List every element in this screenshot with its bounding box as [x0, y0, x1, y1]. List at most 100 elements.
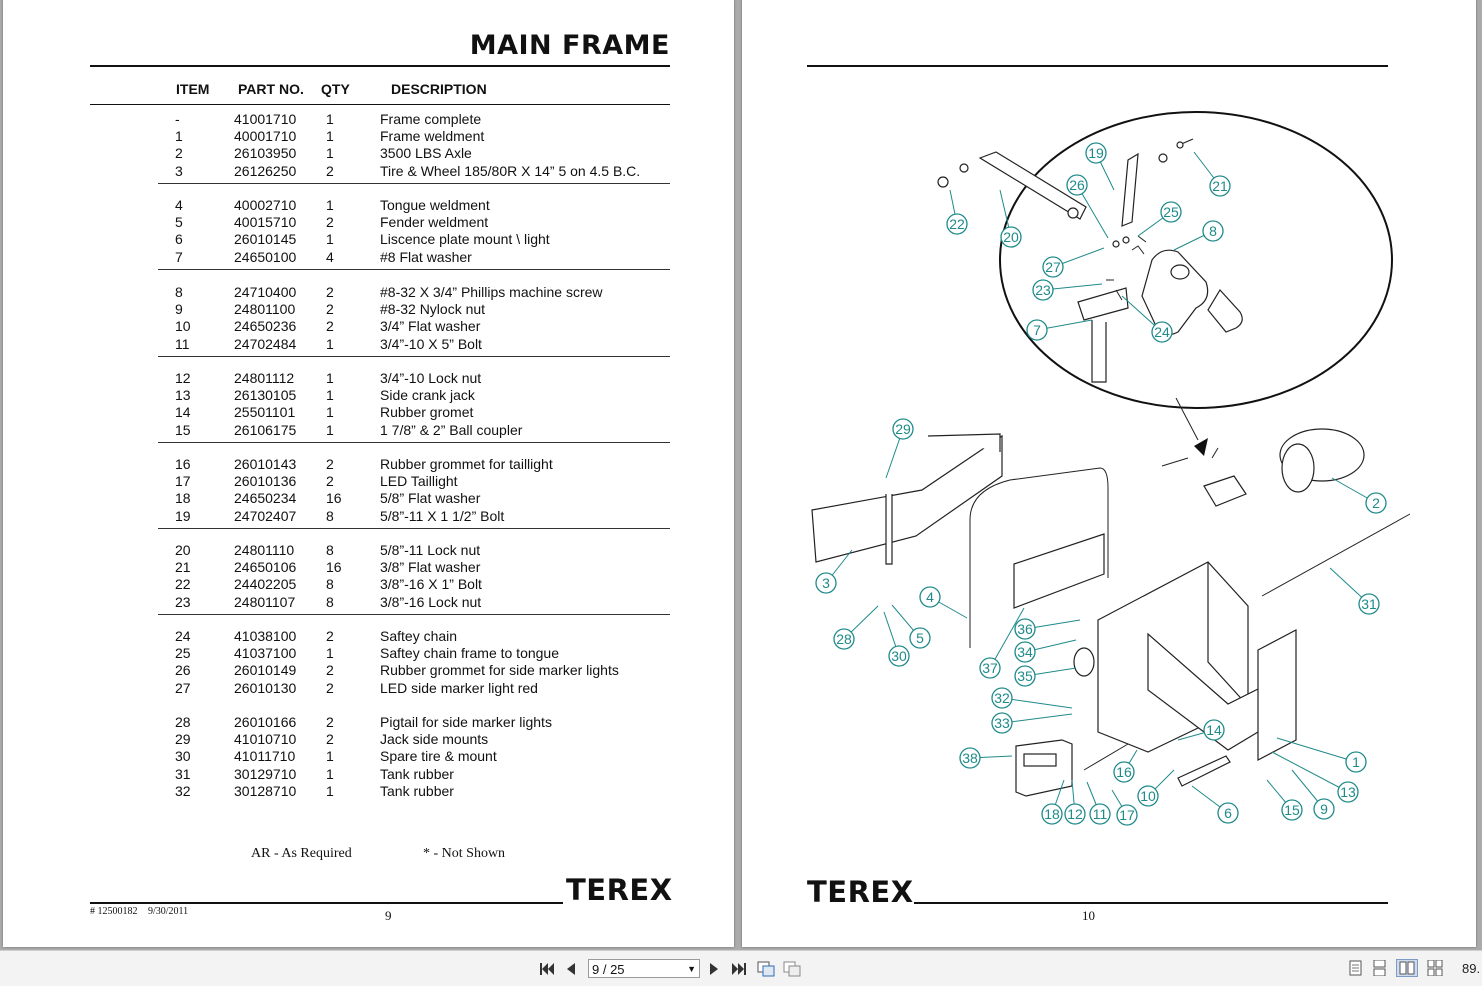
- cell-part: 41010710: [234, 731, 297, 748]
- callout-6: 6: [1191, 785, 1239, 824]
- callout-label: 33: [994, 715, 1010, 731]
- cell-part: 24650100: [234, 248, 297, 265]
- callout-22: 22: [946, 189, 968, 235]
- callout-label: 12: [1067, 806, 1083, 822]
- group-divider: [158, 182, 670, 184]
- callout-circle: [909, 627, 931, 649]
- cell-qty: 1: [326, 145, 334, 162]
- cell-item: 17: [175, 473, 191, 490]
- callout-circle: [1365, 492, 1387, 514]
- previous-page-icon[interactable]: [561, 959, 581, 979]
- callout-27: 27: [1042, 247, 1105, 278]
- note-not-shown: * - Not Shown: [423, 846, 506, 861]
- cell-item: 11: [175, 335, 190, 352]
- callout-13: 13: [1271, 751, 1359, 803]
- cell-part: 24801100: [234, 301, 296, 318]
- cell-qty: 1: [326, 231, 334, 248]
- cell-item: 26: [175, 662, 191, 679]
- cell-part: 41001710: [234, 111, 297, 127]
- two-page-icon[interactable]: [1396, 959, 1418, 977]
- zoom-level[interactable]: 89.: [1462, 961, 1481, 976]
- cell-qty: 2: [326, 284, 334, 300]
- callout-7: 7: [1026, 319, 1093, 341]
- cell-part: 26126250: [234, 162, 297, 179]
- cell-item: 23: [175, 593, 191, 610]
- callout-circle: [1032, 279, 1054, 301]
- cell-desc: Tank rubber: [380, 782, 454, 799]
- callout-label: 22: [949, 216, 965, 232]
- callout-label: 18: [1044, 806, 1060, 822]
- callout-leader: [989, 607, 1025, 669]
- paste-icon[interactable]: [782, 959, 802, 979]
- cell-qty: 8: [326, 542, 334, 558]
- cell-qty: 1: [326, 782, 334, 799]
- cell-part: 41038100: [234, 628, 297, 644]
- callout-label: 7: [1033, 322, 1041, 338]
- cell-item: 19: [175, 507, 191, 524]
- callout-3: 3: [815, 549, 853, 594]
- page-number-select[interactable]: 9 / 25 ▼: [588, 959, 700, 978]
- cell-qty: 1: [326, 128, 334, 145]
- cell-part: 40015710: [234, 214, 297, 231]
- callout-36: 36: [1014, 618, 1081, 640]
- first-page-icon[interactable]: [537, 959, 557, 979]
- callout-circle: [1358, 593, 1380, 615]
- copy-icon[interactable]: [756, 959, 776, 979]
- callout-circle: [1337, 781, 1359, 803]
- callout-12: 12: [1064, 779, 1086, 825]
- cell-part: 26010166: [234, 714, 297, 730]
- group-divider: [158, 268, 670, 270]
- detail-arrow: [1175, 397, 1199, 441]
- callout-label: 38: [962, 750, 978, 766]
- callout-circle: [1281, 799, 1303, 821]
- cell-desc: 5/8”-11 X 1 1/2” Bolt: [380, 507, 505, 524]
- callout-circle: [1345, 751, 1367, 773]
- cell-desc: Tank rubber: [380, 765, 454, 782]
- callout-label: 14: [1206, 722, 1222, 738]
- callout-33: 33: [991, 712, 1073, 734]
- callout-9: 9: [1291, 769, 1335, 820]
- cell-desc: Fender weldment: [380, 214, 489, 231]
- title-rule: [90, 65, 670, 67]
- cell-part: 41011710: [234, 748, 296, 765]
- next-page-icon[interactable]: [704, 959, 724, 979]
- group-divider: [158, 527, 670, 529]
- cell-item: 22: [175, 576, 191, 593]
- callout-label: 19: [1088, 145, 1104, 161]
- cell-qty: 8: [326, 576, 334, 593]
- callout-label: 21: [1212, 178, 1228, 194]
- callout-leader: [1276, 737, 1357, 763]
- single-page-icon[interactable]: [1349, 960, 1363, 976]
- cell-part: 24801110: [234, 542, 295, 558]
- callout-25: 25: [1137, 201, 1182, 237]
- cell-qty: 2: [326, 162, 334, 179]
- cell-part: 26103950: [234, 145, 297, 162]
- callout-label: 11: [1093, 806, 1108, 822]
- two-page-continuous-icon[interactable]: [1427, 960, 1443, 976]
- callout-21: 21: [1193, 151, 1231, 197]
- group-divider: [158, 355, 670, 357]
- cell-part: 26010136: [234, 473, 297, 490]
- continuous-icon[interactable]: [1373, 960, 1387, 976]
- last-page-icon[interactable]: [729, 959, 749, 979]
- callout-label: 3: [822, 575, 830, 591]
- callout-circle: [1089, 803, 1111, 825]
- viewer-toolbar: 9 / 25 ▼ 89.: [0, 950, 1482, 986]
- cell-part: 40001710: [234, 128, 297, 145]
